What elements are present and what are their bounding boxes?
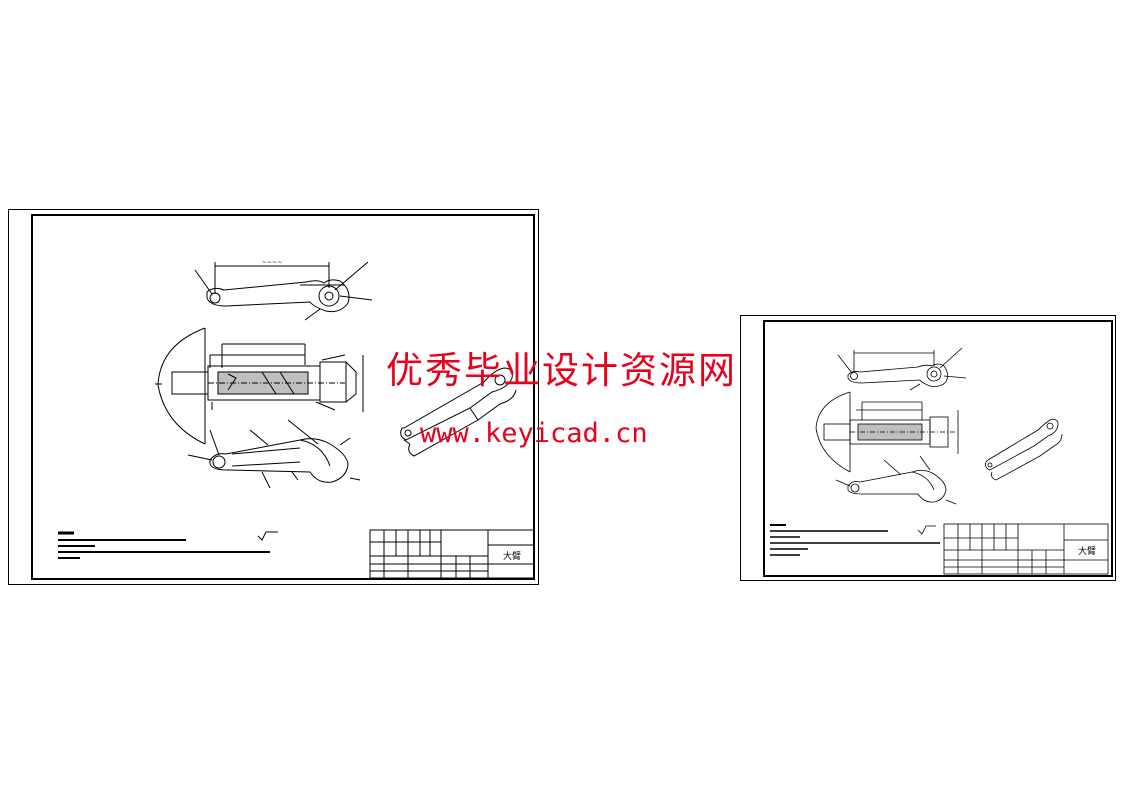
drawing-sheet-small [740,315,1116,581]
technical-notes [770,524,940,556]
arm-front-view [835,455,957,505]
svg-text:~~~~: ~~~~ [262,259,282,266]
watermark-url: www.keyicad.cn [420,418,648,449]
drawing-frame [31,214,535,580]
drawing-sheet-large [8,209,539,585]
watermark-site-name: 优秀毕业设计资源网 [386,349,737,392]
arm-top-view: ~~~~ [194,259,373,321]
arm-section-view [155,327,364,445]
title-block [369,529,535,579]
title-block-part-name: 大臂 [503,552,522,562]
arm-section-view [815,391,959,473]
title-block [943,523,1109,575]
arm-front-view [187,419,361,489]
arm-isometric-view [400,367,517,457]
technical-notes [58,531,278,559]
arm-top-view [837,347,967,391]
drawing-frame [763,320,1113,577]
arm-isometric-view [985,419,1063,481]
title-block-part-name: 大臂 [1078,547,1097,557]
